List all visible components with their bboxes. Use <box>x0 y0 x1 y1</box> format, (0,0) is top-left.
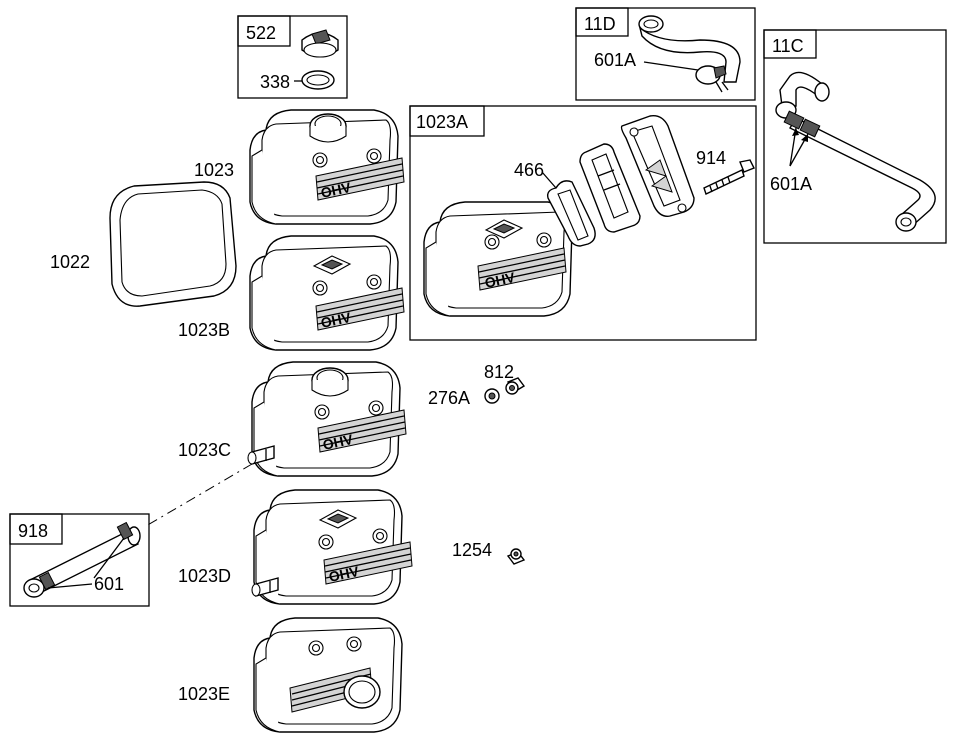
inset-522: 522 338 <box>237 15 348 99</box>
callout-918: 918 <box>18 521 48 541</box>
inset-11C: 11C 601A <box>763 29 947 244</box>
callout-1023A: 1023A <box>416 112 468 132</box>
breather-filter <box>579 143 641 233</box>
breather-hose-11C <box>775 71 936 232</box>
hose-918 <box>23 521 141 598</box>
ohv-lettering: OHV <box>321 431 355 453</box>
inset-918-frame <box>9 513 150 607</box>
inset-11D: 11D 601A <box>575 7 756 101</box>
callout-1023C: 1023C <box>178 440 231 460</box>
callout-1023D: 1023D <box>178 566 231 586</box>
screw-1254 <box>506 548 526 565</box>
inset-11C-frame <box>763 29 947 244</box>
grommet-276A <box>484 388 500 404</box>
valve-cover-1023A: OHV <box>423 201 573 317</box>
fitting-812 <box>505 377 526 395</box>
ohv-lettering: OHV <box>327 563 361 585</box>
o-ring-338 <box>301 70 335 90</box>
callout-601A-11C: 601A <box>770 174 812 194</box>
callout-466: 466 <box>514 160 544 180</box>
ohv-lettering: OHV <box>319 179 353 201</box>
oil-fill-cap <box>301 29 339 58</box>
label-box-918 <box>9 513 63 545</box>
callout-1023E: 1023E <box>178 684 230 704</box>
valve-cover-1023D: OHV <box>251 489 413 605</box>
callout-11C: 11C <box>772 36 804 56</box>
label-box-11C <box>763 29 817 59</box>
inset-1023A: 1023A OHV 466 <box>409 105 757 341</box>
callout-1023B: 1023B <box>178 320 230 340</box>
ohv-lettering: OHV <box>483 269 517 291</box>
valve-cover-1023E <box>253 617 403 733</box>
callout-914: 914 <box>696 148 726 168</box>
valve-cover-1023: OHV <box>249 109 405 225</box>
label-box-522 <box>237 15 291 47</box>
bolt-914 <box>703 159 755 195</box>
callout-1023: 1023 <box>194 160 234 180</box>
valve-cover-1023C: OHV <box>247 361 407 477</box>
inset-11D-frame <box>575 7 756 101</box>
breather-hose-11D <box>638 15 741 93</box>
inset-918: 918 601 <box>9 513 150 607</box>
gasket-1022 <box>109 181 237 307</box>
label-box-1023A <box>409 105 485 137</box>
ohv-lettering: OHV <box>319 309 353 331</box>
callout-11D: 11D <box>584 14 616 34</box>
gasket-466 <box>546 180 596 247</box>
callout-338: 338 <box>260 72 290 92</box>
callout-1254: 1254 <box>452 540 492 560</box>
callout-1022: 1022 <box>50 252 90 272</box>
callout-522: 522 <box>246 23 276 43</box>
callout-601: 601 <box>94 574 124 594</box>
valve-cover-1023B: OHV <box>249 235 405 351</box>
breather-cover <box>620 115 695 217</box>
callout-276A: 276A <box>428 388 470 408</box>
callout-601A-11D: 601A <box>594 50 636 70</box>
callout-812: 812 <box>484 362 514 382</box>
label-box-11D <box>575 7 629 37</box>
inset-1023A-frame <box>409 105 757 341</box>
inset-522-frame <box>237 15 348 99</box>
